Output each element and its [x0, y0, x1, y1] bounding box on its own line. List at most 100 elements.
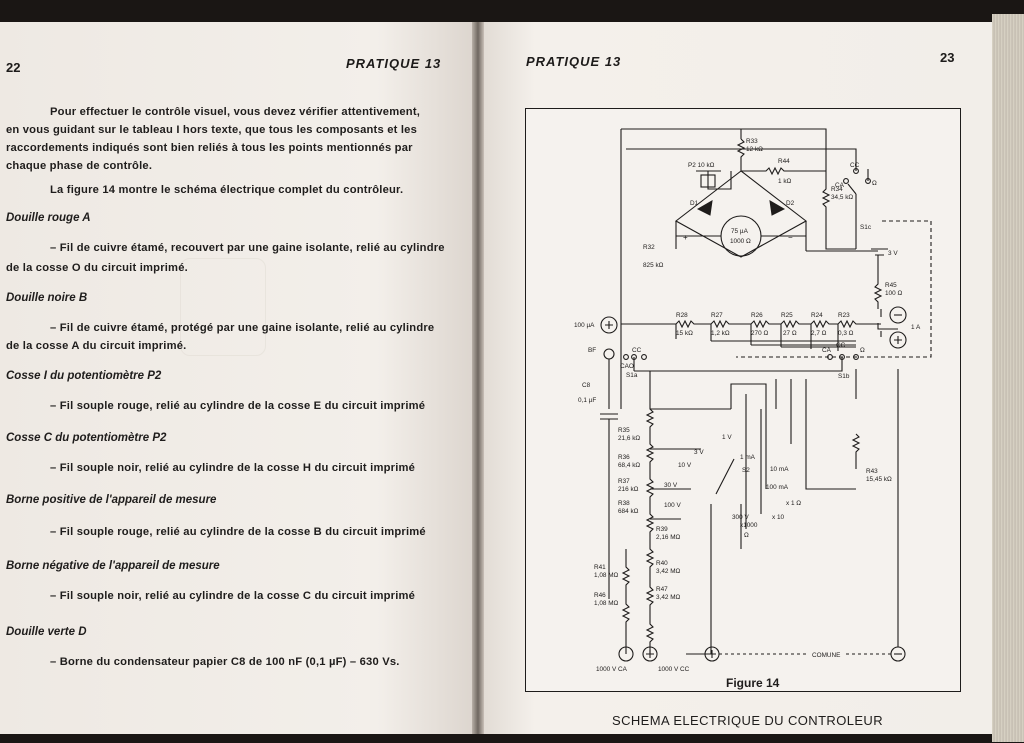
section-text: de la cosse O du circuit imprimé.	[6, 262, 188, 274]
label-p2: P2 10 kΩ	[688, 162, 715, 169]
label-r44: R44	[778, 158, 790, 165]
section-text: de la cosse A du circuit imprimé.	[6, 340, 187, 352]
label-r40: R40	[656, 560, 668, 567]
label-c8: C8	[582, 382, 591, 389]
label-r39-value: 2,16 MΩ	[656, 534, 681, 541]
label-r38-value: 684 kΩ	[618, 508, 639, 515]
label-x1000-ohm: Ω	[744, 532, 749, 539]
label-c8-value: 0,1 µF	[578, 397, 596, 404]
label-x10: x 10	[772, 514, 785, 521]
label-meter-ohm: 1000 Ω	[730, 238, 751, 245]
label-omega: Ω	[872, 180, 877, 187]
label-3v: 3 V	[694, 449, 704, 456]
label-cao: CAO	[620, 363, 634, 370]
label-meter-plus: +	[683, 233, 688, 242]
section-title: Cosse C du potentiomètre P2	[6, 432, 167, 444]
label-r34: R34	[831, 186, 843, 193]
label-s2: S2	[742, 467, 750, 474]
label-1000vcc: 1000 V CC	[658, 666, 690, 673]
section-title: Douille rouge A	[6, 212, 91, 224]
right-page: PRATIQUE 13 23	[484, 22, 992, 734]
book-spread: 22 PRATIQUE 13 Pour effectuer le contrôl…	[0, 14, 1024, 742]
label-cc-right: CC	[836, 342, 846, 349]
label-ca: CA	[835, 182, 845, 189]
running-head: PRATIQUE 13	[346, 56, 442, 71]
page-edges	[992, 14, 1024, 742]
label-cc-left: CC	[632, 347, 642, 354]
label-r46: R46	[594, 592, 606, 599]
label-r27-value: 1,2 kΩ	[711, 330, 730, 337]
label-r24-value: 2,7 Ω	[811, 330, 827, 337]
label-x1000: x1000	[740, 522, 758, 529]
label-r32-value: 825 kΩ	[643, 262, 664, 269]
show-through-shape	[180, 258, 266, 356]
circuit-schematic: R33 12 kΩ P2 10 kΩ R44 1 kΩ R34 34,5 kΩ …	[574, 128, 932, 673]
label-r32: R32	[643, 244, 655, 251]
section-text: – Fil souple noir, relié au cylindre de …	[50, 590, 416, 602]
label-r25-value: 27 Ω	[783, 330, 797, 337]
label-r26: R26	[751, 312, 763, 319]
body-line: Pour effectuer le contrôle visuel, vous …	[50, 106, 421, 118]
label-r41: R41	[594, 564, 606, 571]
label-r36: R36	[618, 454, 630, 461]
section-title: Douille noire B	[6, 292, 88, 304]
label-100ma: 100 mA	[766, 484, 789, 491]
label-r34-value: 34,5 kΩ	[831, 194, 853, 201]
label-r46-value: 1,08 MΩ	[594, 600, 619, 607]
label-r43: R43	[866, 468, 878, 475]
label-r24: R24	[811, 312, 823, 319]
section-text: – Fil de cuivre étamé, protégé par une g…	[50, 322, 435, 334]
label-r37-value: 216 kΩ	[618, 486, 639, 493]
label-r45: R45	[885, 282, 897, 289]
label-r35: R35	[618, 427, 630, 434]
schematic-caption: SCHEMA ELECTRIQUE DU CONTROLEUR	[612, 713, 883, 728]
label-r33: R33	[746, 138, 758, 145]
body-line: La figure 14 montre le schéma électrique…	[50, 184, 404, 196]
running-head: PRATIQUE 13	[526, 54, 622, 69]
label-r38: R38	[618, 500, 630, 507]
label-r25: R25	[781, 312, 793, 319]
section-title: Cosse I du potentiomètre P2	[6, 370, 162, 382]
label-300v: 300 V	[732, 514, 749, 521]
left-page: 22 PRATIQUE 13 Pour effectuer le contrôl…	[0, 22, 472, 734]
label-10ma: 10 mA	[770, 466, 789, 473]
label-1a: 1 A	[911, 324, 921, 331]
label-cc: CC	[850, 162, 860, 169]
label-comune: COMUNE	[812, 652, 840, 659]
label-100ua: 100 µA	[574, 322, 595, 329]
label-r47-value: 3,42 MΩ	[656, 594, 681, 601]
section-text: – Fil souple rouge, relié au cylindre de…	[50, 526, 426, 538]
section-text: – Fil souple noir, relié au cylindre de …	[50, 462, 416, 474]
label-x1-ohm: x 1 Ω	[786, 500, 801, 507]
label-r27: R27	[711, 312, 723, 319]
body-line: en vous guidant sur le tableau I hors te…	[6, 124, 418, 136]
label-30v: 30 V	[664, 482, 678, 489]
label-10v: 10 V	[678, 462, 692, 469]
label-meter-minus: −	[788, 233, 793, 242]
label-r33-value: 12 kΩ	[746, 146, 763, 153]
label-r43-value: 15,45 kΩ	[866, 476, 892, 483]
label-s1b: S1b	[838, 373, 850, 380]
label-bf: BF	[588, 347, 596, 354]
label-1ma: 1 mA	[740, 454, 756, 461]
label-r39: R39	[656, 526, 668, 533]
label-meter: 75 µA	[731, 228, 749, 235]
label-r45-value: 100 Ω	[885, 290, 902, 297]
label-s1a: S1a	[626, 372, 638, 379]
label-r28-value: 15 kΩ	[676, 330, 693, 337]
body-line: chaque phase de contrôle.	[6, 160, 153, 172]
page-number: 22	[6, 60, 21, 75]
label-r47: R47	[656, 586, 668, 593]
label-r23-value: 0,3 Ω	[838, 330, 854, 337]
label-r26-value: 270 Ω	[751, 330, 768, 337]
label-s1c: S1c	[860, 224, 872, 231]
schematic-frame: R33 12 kΩ P2 10 kΩ R44 1 kΩ R34 34,5 kΩ …	[525, 108, 961, 728]
section-text: – Fil de cuivre étamé, recouvert par une…	[50, 242, 445, 254]
section-title: Borne positive de l'appareil de mesure	[6, 494, 217, 506]
section-text: – Borne du condensateur papier C8 de 100…	[50, 656, 400, 668]
label-r23: R23	[838, 312, 850, 319]
label-battery: 3 V	[888, 250, 898, 257]
label-omega-right: Ω	[860, 347, 865, 354]
section-title: Douille verte D	[6, 626, 87, 638]
label-d1: D1	[690, 200, 699, 207]
